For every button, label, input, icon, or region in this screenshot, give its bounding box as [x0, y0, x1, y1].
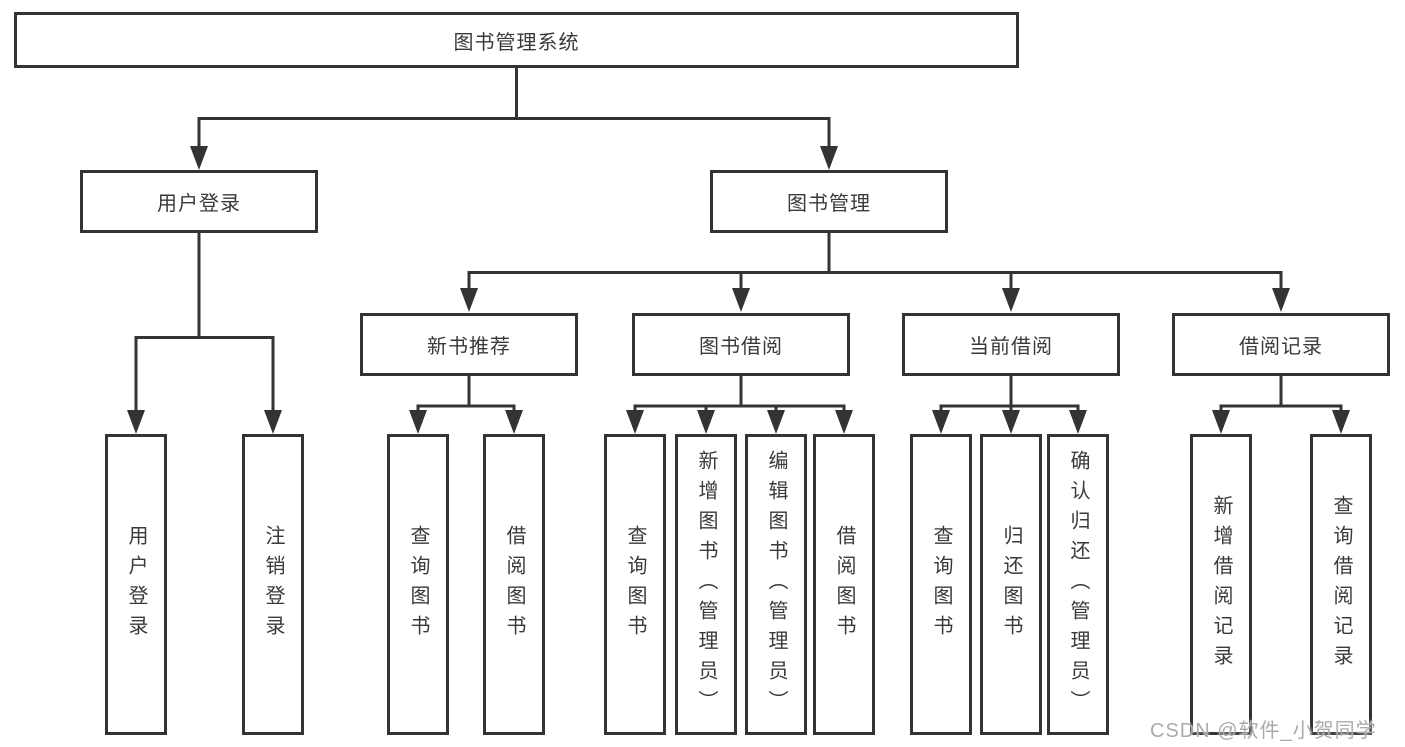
leaf-borrow-edit-label: 编辑图书（管理员） — [765, 449, 787, 720]
connectors-newbook-to-leaves — [409, 374, 523, 434]
node-current-borrow: 当前借阅 — [902, 313, 1120, 376]
connectors-records-to-leaves — [1212, 374, 1350, 434]
leaf-user-login-label: 用户登录 — [125, 524, 147, 645]
leaf-current-confirm-label: 确认归还（管理员） — [1067, 449, 1089, 720]
node-new-book-label: 新书推荐 — [427, 336, 511, 358]
leaf-borrow-query-label: 查询图书 — [624, 524, 646, 645]
connectors-bookborrow-to-leaves — [626, 374, 853, 434]
node-root-label: 图书管理系统 — [453, 31, 580, 54]
connectors-bookmgmt-to-level3 — [460, 231, 1290, 312]
leaf-logout: 注销登录 — [242, 434, 304, 735]
leaf-borrow-book: 借阅图书 — [813, 434, 875, 735]
connectors-userlogin-to-leaves — [127, 231, 282, 434]
csdn-watermark: CSDN @软件_小贺同学 — [1150, 720, 1377, 742]
node-new-book: 新书推荐 — [360, 313, 578, 376]
leaf-records-add-label: 新增借阅记录 — [1210, 494, 1232, 675]
leaf-newbook-query: 查询图书 — [387, 434, 449, 735]
connectors-root-to-level2 — [190, 66, 838, 170]
node-borrow-records-label: 借阅记录 — [1239, 336, 1323, 358]
leaf-records-query-label: 查询借阅记录 — [1330, 494, 1352, 675]
node-book-borrow: 图书借阅 — [632, 313, 850, 376]
leaf-newbook-borrow-label: 借阅图书 — [503, 524, 525, 645]
node-current-borrow-label: 当前借阅 — [969, 336, 1053, 358]
leaf-logout-label: 注销登录 — [262, 524, 284, 645]
leaf-current-confirm: 确认归还（管理员） — [1047, 434, 1109, 735]
leaf-borrow-book-label: 借阅图书 — [833, 524, 855, 645]
node-user-login: 用户登录 — [80, 170, 318, 233]
leaf-current-return-label: 归还图书 — [1000, 524, 1022, 645]
leaf-current-return: 归还图书 — [980, 434, 1042, 735]
leaf-borrow-add: 新增图书（管理员） — [675, 434, 737, 735]
node-root: 图书管理系统 — [14, 12, 1019, 68]
leaf-borrow-edit: 编辑图书（管理员） — [745, 434, 807, 735]
node-book-mgmt: 图书管理 — [710, 170, 948, 233]
node-user-login-label: 用户登录 — [157, 193, 241, 215]
leaf-records-query: 查询借阅记录 — [1310, 434, 1372, 735]
connectors-currentborrow-to-leaves — [932, 374, 1087, 434]
leaf-user-login: 用户登录 — [105, 434, 167, 735]
leaf-borrow-query: 查询图书 — [604, 434, 666, 735]
leaf-newbook-borrow: 借阅图书 — [483, 434, 545, 735]
leaf-current-query: 查询图书 — [910, 434, 972, 735]
node-book-mgmt-label: 图书管理 — [787, 193, 871, 215]
node-borrow-records: 借阅记录 — [1172, 313, 1390, 376]
leaf-newbook-query-label: 查询图书 — [407, 524, 429, 645]
leaf-borrow-add-label: 新增图书（管理员） — [695, 449, 717, 720]
leaf-records-add: 新增借阅记录 — [1190, 434, 1252, 735]
node-book-borrow-label: 图书借阅 — [699, 336, 783, 358]
leaf-current-query-label: 查询图书 — [930, 524, 952, 645]
